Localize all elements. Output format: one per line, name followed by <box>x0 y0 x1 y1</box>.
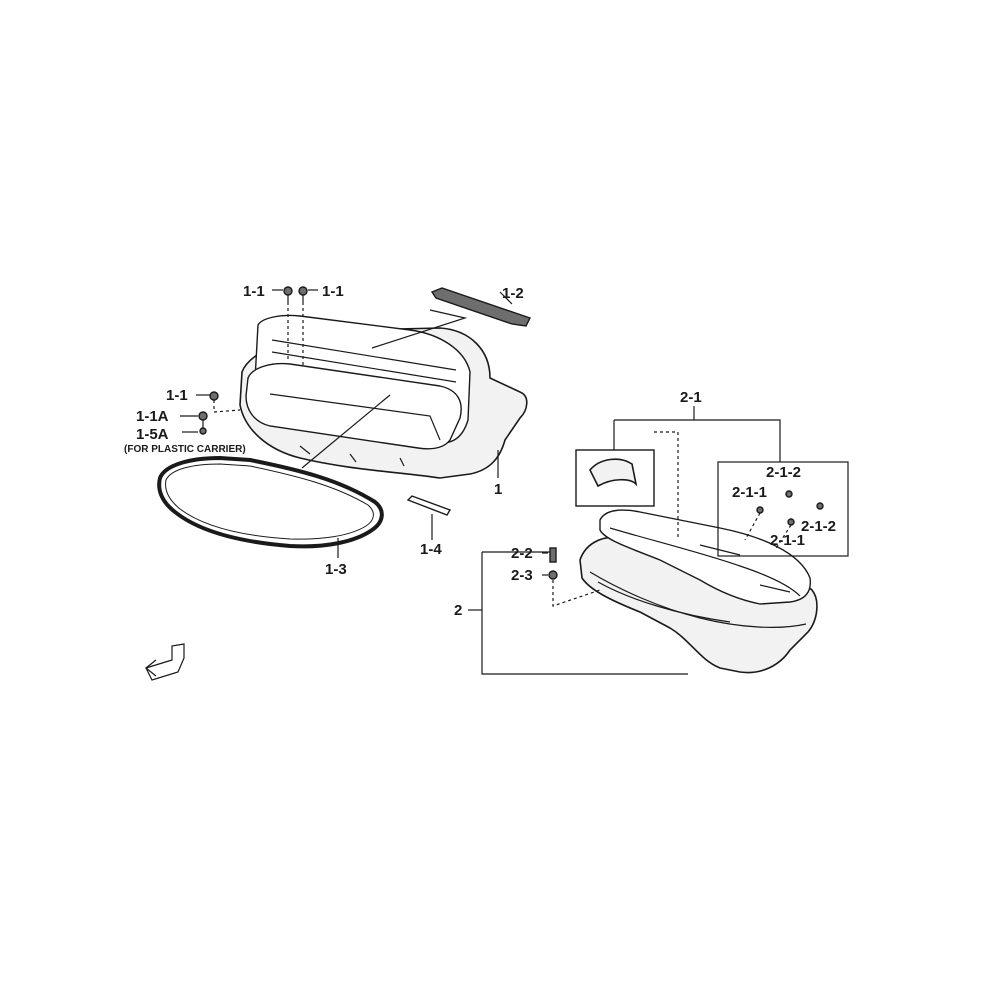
label-2-1-2-a: 2-1-2 <box>766 464 801 481</box>
part-2-1-hardware-box <box>717 461 849 557</box>
label-1-5A: 1-5A <box>136 426 169 443</box>
callout-labels: 1-1 1-1 1-2 1-1 1-1A 1-5A (FOR PLASTIC C… <box>124 283 836 619</box>
part-1-4-pin <box>406 495 452 516</box>
label-1-1A: 1-1A <box>136 408 169 425</box>
fasteners-2-2-2-3 <box>548 547 601 607</box>
label-2-3: 2-3 <box>511 567 533 584</box>
front-direction-arrow-icon <box>145 643 185 681</box>
part-1-3-seal <box>157 394 391 549</box>
label-1: 1 <box>494 481 502 498</box>
leader-lines <box>180 289 695 611</box>
label-2-2: 2-2 <box>511 545 533 562</box>
label-1-2: 1-2 <box>502 285 524 302</box>
label-2: 2 <box>454 602 462 619</box>
label-2-1-1-b: 2-1-1 <box>770 532 805 549</box>
part-2-1-pad <box>575 419 781 540</box>
label-1-3: 1-3 <box>325 561 347 578</box>
part-2-luggage-box <box>579 509 818 674</box>
part-1-2-strip <box>371 287 531 349</box>
label-1-4: 1-4 <box>420 541 442 558</box>
label-2-1-1-a: 2-1-1 <box>732 484 767 501</box>
bracket-part-2 <box>481 551 688 675</box>
label-2-1: 2-1 <box>680 389 702 406</box>
note-for-plastic-carrier: (FOR PLASTIC CARRIER) <box>124 444 246 455</box>
label-1-1-c: 1-1 <box>166 387 188 404</box>
label-2-1-2-b: 2-1-2 <box>801 518 836 535</box>
part-1-trunk-shell <box>239 314 528 479</box>
fasteners-1-1 <box>198 286 308 435</box>
label-1-1-b: 1-1 <box>322 283 344 300</box>
label-1-1-a: 1-1 <box>243 283 265 300</box>
